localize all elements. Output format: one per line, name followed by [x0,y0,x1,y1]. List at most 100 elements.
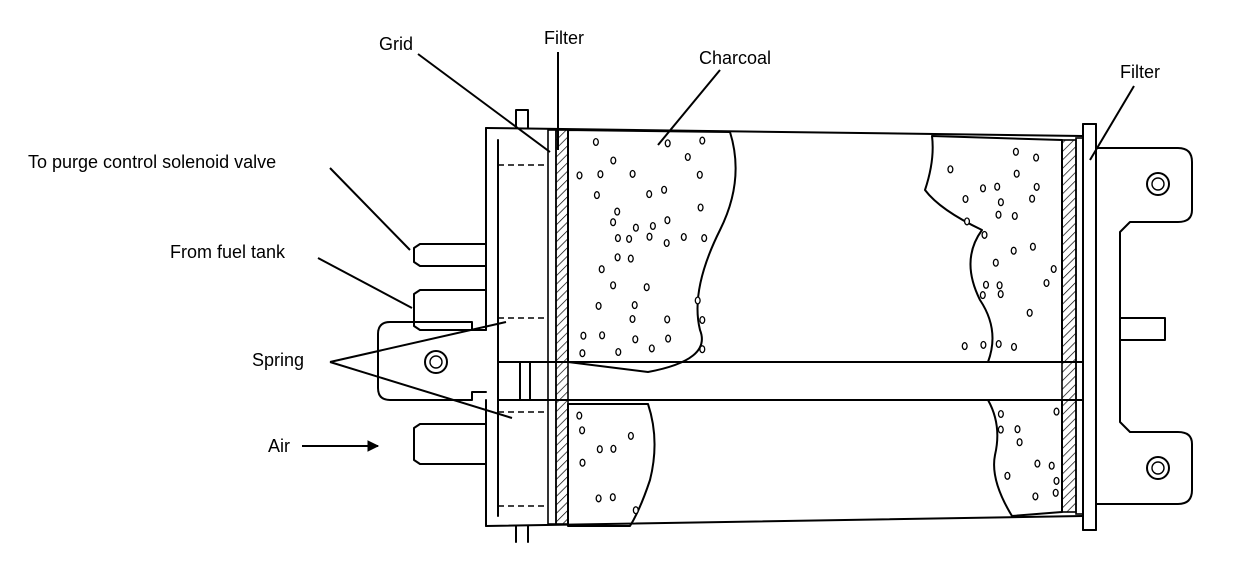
charcoal-pellet [576,411,583,420]
charcoal-pellet [699,315,706,325]
charcoal-pellet [996,281,1003,290]
charcoal-pellet [627,254,634,263]
mount-hole-right-top [1146,172,1170,196]
air-port [413,423,487,465]
fuel-tank-port [413,289,487,331]
charcoal-pellet [995,339,1002,349]
charcoal-pellet [979,291,986,300]
charcoal-pellets [576,136,1060,515]
charcoal-pellet [664,139,671,148]
charcoal-pellet [643,283,650,292]
label-purge: To purge control solenoid valve [28,152,276,172]
leader-lines [302,52,1135,452]
charcoal-pellet [599,331,606,340]
charcoal-pellet [665,334,672,343]
charcoal-pellet [646,190,653,199]
charcoal-pellet [699,345,706,354]
leader-purge [329,167,411,251]
charcoal-pellet [697,203,704,212]
charcoal-pellet [663,238,670,248]
charcoal-pellet [961,342,968,351]
charcoal-pellet [626,234,633,243]
charcoal-pellet [994,182,1001,191]
charcoal-pellet [992,258,999,267]
charcoal-pellet [629,169,636,178]
charcoal-pellet [981,230,988,239]
charcoal-pellet [629,314,636,324]
charcoal-pellet [1052,488,1059,497]
charcoal-pellet [664,216,671,225]
charcoal-pellet [648,344,655,353]
leader-fuel-tank [317,257,413,309]
label-grid: Grid [379,34,413,54]
charcoal-fill-left-lower [567,403,656,527]
charcoal-pellet [593,191,600,200]
center-rod [497,361,1084,401]
charcoal-pellet [1013,169,1020,178]
charcoal-pellet [664,315,671,324]
right-filter [1061,139,1077,513]
charcoal-pellet [997,198,1004,207]
charcoal-pellet [576,171,583,180]
charcoal-pellet [980,340,987,349]
label-charcoal: Charcoal [699,48,771,68]
charcoal-pellet [598,265,605,274]
charcoal-pellet [632,506,639,515]
charcoal-pellet [997,409,1004,419]
charcoal-pellet [995,210,1002,219]
charcoal-pellet [694,296,701,305]
left-filter [555,129,569,525]
charcoal-pellet [580,331,587,340]
charcoal-pellet [579,426,586,435]
charcoal-pellet [1034,459,1041,468]
charcoal-pellet [627,431,634,440]
mount-hole-left [424,350,448,374]
charcoal-pellet [614,234,621,243]
label-air: Air [268,436,290,456]
charcoal-fill-right-upper [924,135,1063,363]
charcoal-pellet [696,170,703,179]
charcoal-pellet [1016,438,1023,447]
label-filter-right: Filter [1120,62,1160,82]
label-fuel-tank: From fuel tank [170,242,286,262]
charcoal-pellet [997,425,1004,434]
label-spring: Spring [252,350,304,370]
charcoal-pellet [1014,425,1021,434]
air-arrow-head [367,440,380,452]
charcoal-pellet [661,185,668,194]
mount-hole-right-bottom [1146,456,1170,480]
leader-grid [417,53,551,153]
charcoal-pellet [1043,278,1050,288]
right-grid [1075,137,1084,515]
charcoal-pellet [962,194,969,204]
charcoal-pellet [1053,476,1060,485]
charcoal-pellet [610,281,617,290]
charcoal-pellet [1010,246,1017,255]
charcoal-pellet [1010,342,1018,351]
charcoal-pellet [632,335,639,344]
charcoal-pellet [701,234,708,243]
left-grid [547,129,557,525]
charcoal-pellet [595,494,602,503]
charcoal-pellet [1033,153,1040,162]
charcoal-pellet [614,253,621,262]
charcoal-pellet [680,232,687,242]
charcoal-pellet [1026,308,1033,317]
charcoal-pellet [596,445,603,454]
charcoal-pellet [684,152,691,162]
charcoal-pellet [1012,147,1019,156]
charcoal-pellet [615,347,622,357]
charcoal-fill-left-upper [567,129,737,373]
leader-spring-upper [329,321,507,363]
charcoal-pellet [1048,461,1055,470]
charcoal-pellet [610,444,617,453]
leader-charcoal [657,69,721,146]
charcoal-pellet [1029,242,1036,251]
leader-spring-lower [329,361,513,419]
charcoal-pellet [579,349,586,358]
label-filter-left: Filter [544,28,584,48]
charcoal-pellet [1004,471,1011,480]
charcoal-pellet [609,493,616,502]
internal-passages [498,164,548,507]
